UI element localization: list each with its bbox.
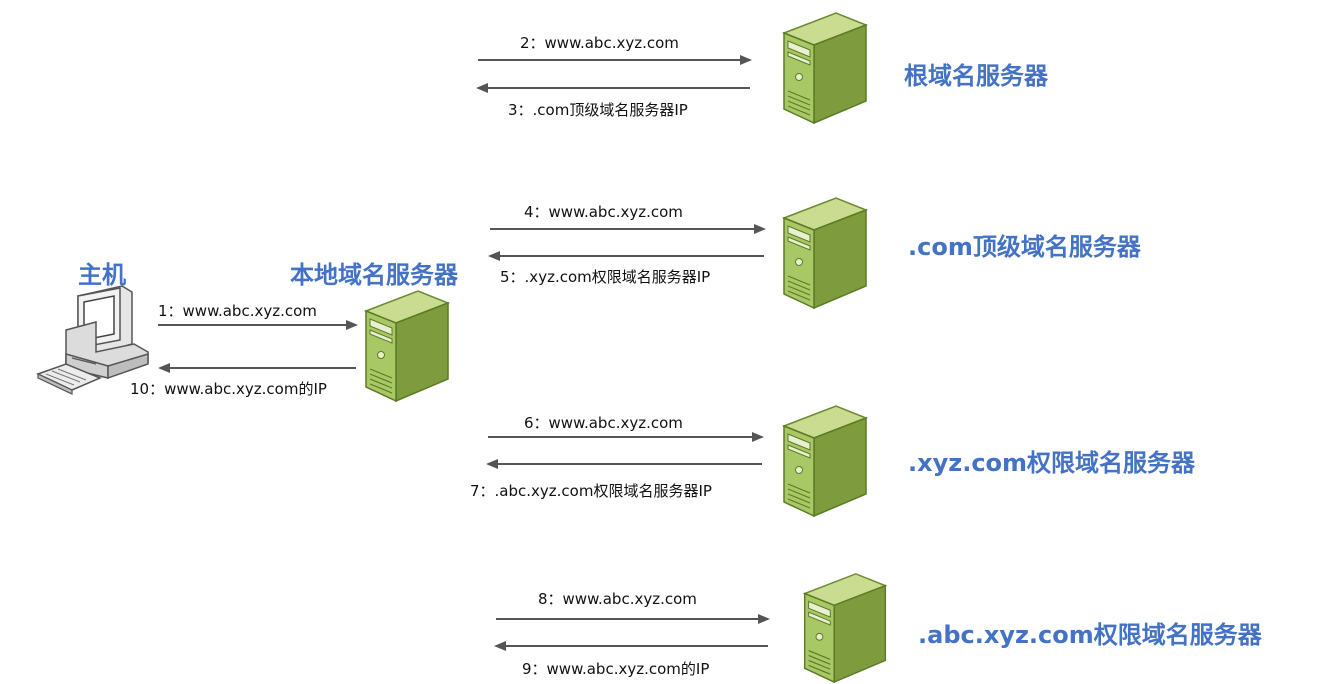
abc-auth-server-label: .abc.xyz.com权限域名服务器 bbox=[918, 621, 1262, 649]
message-3-label: 3：.com顶级域名服务器IP bbox=[508, 101, 688, 119]
message-10-arrow bbox=[158, 363, 356, 373]
server-icon bbox=[780, 398, 870, 518]
server-icon bbox=[780, 190, 870, 310]
message-1-label: 1：www.abc.xyz.com bbox=[158, 302, 317, 320]
com-tld-server-label: .com顶级域名服务器 bbox=[908, 233, 1141, 261]
local-dns-label: 本地域名服务器 bbox=[290, 261, 458, 289]
message-8-arrow bbox=[496, 614, 770, 624]
message-5-label: 5：.xyz.com权限域名服务器IP bbox=[500, 268, 711, 286]
server-icon bbox=[362, 283, 452, 403]
message-1-arrow bbox=[158, 320, 358, 330]
server-icon bbox=[800, 566, 890, 684]
host-label: 主机 bbox=[78, 261, 126, 289]
computer-icon bbox=[36, 285, 149, 395]
message-3-arrow bbox=[476, 83, 750, 93]
message-2-label: 2：www.abc.xyz.com bbox=[520, 34, 679, 52]
message-4-label: 4：www.abc.xyz.com bbox=[524, 203, 683, 221]
message-8-label: 8：www.abc.xyz.com bbox=[538, 590, 697, 608]
message-6-label: 6：www.abc.xyz.com bbox=[524, 414, 683, 432]
root-server-label: 根域名服务器 bbox=[904, 62, 1048, 90]
message-2-arrow bbox=[478, 55, 752, 65]
message-9-arrow bbox=[494, 641, 768, 651]
message-9-label: 9：www.abc.xyz.com的IP bbox=[522, 660, 710, 678]
message-5-arrow bbox=[488, 251, 764, 261]
message-4-arrow bbox=[490, 224, 766, 234]
message-7-arrow bbox=[486, 459, 762, 469]
message-10-label: 10：www.abc.xyz.com的IP bbox=[130, 380, 327, 398]
xyz-auth-server-label: .xyz.com权限域名服务器 bbox=[908, 449, 1196, 477]
server-icon bbox=[780, 5, 870, 125]
message-6-arrow bbox=[488, 432, 764, 442]
message-7-label: 7：.abc.xyz.com权限域名服务器IP bbox=[470, 482, 712, 500]
